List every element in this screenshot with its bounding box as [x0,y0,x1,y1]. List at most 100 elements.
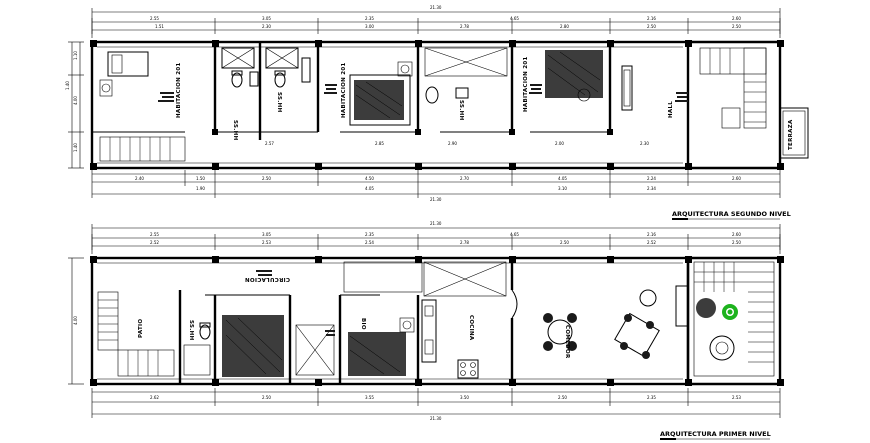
lower-plan: 21.30 2.55 3.05 2.35 4.65 2.16 2.60 2.52… [68,221,784,440]
upper-inner-dim-1: 2.57 [265,141,274,146]
lower-bedroom-label: BIO [360,318,366,330]
upper-bottom-dim-1: 2.40 [135,176,144,181]
lower-kitchen: COCINA [421,261,507,379]
upper-overall-dim-text: 21.30 [430,5,442,10]
lower-patio-label: PATIO [138,319,144,338]
upper-overall-dimension: 21.30 [91,5,781,38]
upper-left-dim-3: 4.00 [73,96,78,105]
upper-bottom-overall-4: 2.34 [647,186,656,191]
lower-bottom-dim-3: 3.55 [365,395,374,400]
lower-bottom-dim-6: 2.35 [647,395,656,400]
lower-patio-staircase: PATIO [97,291,175,377]
upper-bottom-dim-5: 2.70 [460,176,469,181]
upper-right-staircase [699,47,767,129]
upper-top-dim-1: 2.55 [150,16,159,21]
upper-top-dim-5: 2.16 [647,16,656,21]
lower-top-dim-2: 3.05 [262,232,271,237]
upper-walls [90,40,784,170]
upper-bottom-dim-2: 1.50 [196,176,205,181]
upper-top-dim-4: 4.65 [510,16,519,21]
lower-sub-dim-5: 2.50 [560,240,569,245]
lower-bath: SS.HH [183,320,211,376]
upper-sub-dim-3: 3.00 [365,24,374,29]
upper-plan: 21.30 2.55 3.05 2.35 4.65 2.16 2.60 1.51… [65,5,809,220]
upper-left-staircase [99,136,186,162]
stacked-books-icon [675,92,688,102]
upper-inner-dim-3: 2.90 [448,141,457,146]
upper-title-underline [672,218,688,220]
lower-left-dimension-chain: 4.00 [68,257,84,385]
upper-top-dim-3: 2.35 [365,16,374,21]
lower-dining-label: COMEDOR [564,325,570,359]
upper-hall-label: HALL [668,101,674,118]
lower-top-dim-3: 2.35 [365,232,374,237]
lower-circulation-void [295,324,335,376]
upper-bottom-total: 21.30 [430,197,442,202]
upper-plan-title: ARQUITECTURA SEGUNDO NIVEL [672,210,791,218]
lower-sub-dim-6: 2.52 [647,240,656,245]
upper-middle-bath: SS.HH [424,47,508,121]
upper-sub-dim-4: 2.78 [460,24,469,29]
upper-sub-dim-7: 2.50 [732,24,741,29]
upper-bottom-dim-4: 4.50 [365,176,374,181]
lower-bath-label: SS.HH [188,320,194,341]
upper-sub-dim-5: 2.80 [560,24,569,29]
lower-plan-title: ARQUITECTURA PRIMER NIVEL [660,430,771,438]
upper-bedroom-3-label: HABITACION 201 [523,56,529,112]
lower-bedroom-1: CIRCULACION [222,270,290,377]
upper-top-dim-2: 3.05 [262,16,271,21]
upper-top-dim-6: 2.60 [732,16,741,21]
upper-bath-2-label: SS.HH [276,92,282,113]
upper-sub-dim-6: 2.50 [647,24,656,29]
lower-title-underline [660,438,676,440]
lower-left-dim-1: 4.00 [73,316,78,325]
lower-top-dim-1: 2.55 [150,232,159,237]
lower-sub-dim-2: 2.53 [262,240,271,245]
lower-bedroom-2: BIO [325,261,423,376]
lower-sub-dim-7: 2.50 [732,240,741,245]
upper-left-dim-4: 1.40 [73,143,78,152]
lower-sub-dim-4: 2.78 [460,240,469,245]
upper-left-dimension-chain: 1.10 1.40 4.00 1.40 [65,41,84,169]
upper-hall: HALL [621,65,688,118]
lower-bottom-total: 21.30 [430,416,442,421]
upper-terrace-label: TERRAZA [788,119,794,150]
upper-bottom-overall-3: 3.10 [558,186,567,191]
upper-left-dim-2: 1.40 [65,81,70,90]
lower-overall-dimension: 21.30 [91,221,781,254]
lower-sub-dim-3: 2.54 [365,240,374,245]
lower-top-dim-6: 2.60 [732,232,741,237]
stacked-books-icon [158,92,174,102]
lower-bottom-dim-1: 2.62 [150,395,159,400]
stacked-books-icon [256,270,272,276]
lower-bottom-dimension-chain: 2.62 2.50 3.55 3.50 2.50 2.35 2.53 21.30 [91,388,781,421]
lower-sub-dim-1: 2.52 [150,240,159,245]
stacked-books-icon [324,84,337,94]
upper-sub-dim-1: 1.51 [155,24,164,29]
upper-bedroom-1-label: HABITACION 201 [176,62,182,118]
lower-top-dim-5: 2.16 [647,232,656,237]
upper-bottom-dim-7: 2.24 [647,176,656,181]
lower-right-staircase [675,261,775,377]
stacked-books-icon [325,330,335,336]
upper-left-dim-1: 1.10 [73,51,78,60]
lower-bottom-dim-2: 2.50 [262,395,271,400]
upper-bottom-overall-2: 4.05 [365,186,374,191]
upper-bath-3-label: SS.HH [458,100,464,121]
lower-walls [90,256,784,386]
upper-sub-dim-2: 2.30 [262,24,271,29]
upper-bottom-dim-8: 2.60 [732,176,741,181]
upper-bathrooms: SS.HH SS.HH [221,47,311,141]
upper-bottom-overall-1: 1.90 [196,186,205,191]
lower-kitchen-label: COCINA [468,315,474,341]
upper-bedroom-1: HABITACION 201 [99,51,182,118]
upper-bath-1-label: SS.HH [232,120,238,141]
lower-dining: COMEDOR [543,289,660,359]
upper-bottom-dimension-chain: 2.57 2.85 2.90 2.00 2.30 2.40 1.50 2.50 … [91,141,781,202]
upper-bedroom-2: HABITACION 201 [324,61,413,126]
lower-top-dimension-chain: 2.55 3.05 2.35 4.65 2.16 2.60 2.52 2.53 … [91,232,781,250]
lower-circulation-label: CIRCULACION [245,276,290,282]
lower-bottom-dim-7: 2.53 [732,395,741,400]
upper-bottom-dim-6: 4.05 [558,176,567,181]
